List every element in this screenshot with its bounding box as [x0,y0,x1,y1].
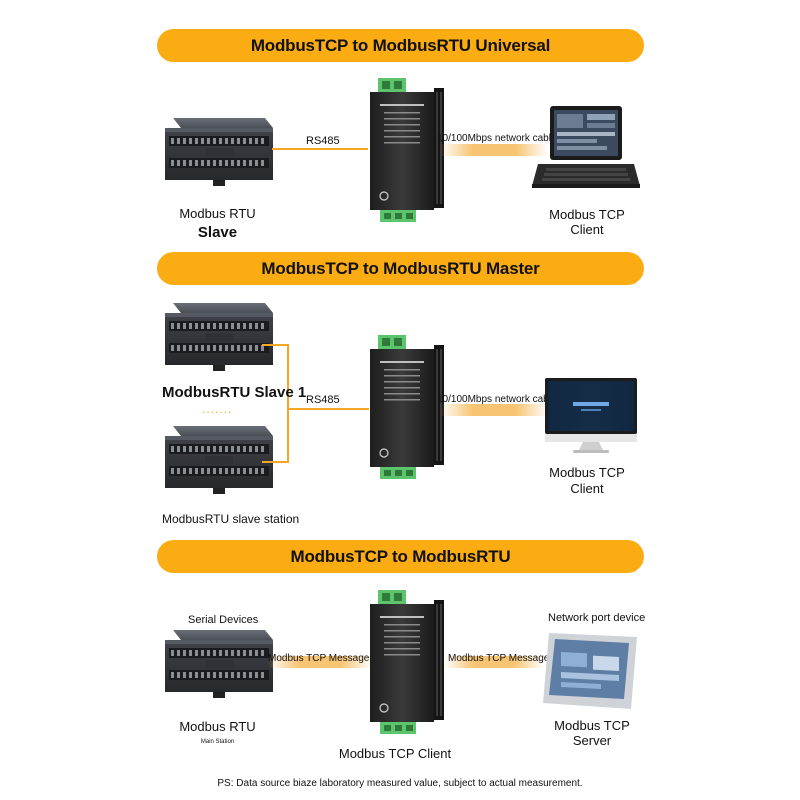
section-1-title: ModbusTCP to ModbusRTU Universal [157,29,644,62]
server-label: Server [572,733,612,748]
client-label-2: Client [570,481,604,496]
network-cable-line-2 [440,404,548,416]
modbus-tcp-label-3: Modbus TCP [554,718,630,733]
tcp-message-line-right [444,656,544,668]
converter-device-2 [369,334,445,480]
modbusrtu-slave-station-label: ModbusRTU slave station [162,512,300,526]
converter-device-3 [369,589,445,735]
modbus-tcp-client-label: Modbus TCP Client [338,746,452,761]
rs485-line-2 [287,408,369,410]
tcp-message-line-left [268,656,372,668]
ellipsis-dots: ....... [202,402,233,416]
rs485-line [272,148,368,150]
serial-devices-label: Serial Devices [188,614,259,626]
converter-device [369,77,445,223]
section-2-title: ModbusTCP to ModbusRTU Master [157,252,644,285]
network-port-device-label: Network port device [548,612,646,624]
modbus-tcp-label: Modbus TCP [549,207,625,222]
slave-label: Slave [197,224,238,241]
modbus-rtu-label-3: Modbus RTU [179,719,256,734]
rs485-label: RS485 [306,135,340,147]
footnote: PS: Data source biaze laboratory measure… [217,778,583,789]
hmi-panel-server [543,633,637,709]
modbus-tcp-label-2: Modbus TCP [549,465,625,480]
section-3-title: ModbusTCP to ModbusRTU [157,540,644,573]
plc-slave-station-device [165,426,273,494]
tcp-message-label-left: Modbus TCP Message [268,653,370,664]
tcp-message-label-right: Modbus TCP Message [448,653,550,664]
bus-line-bottom [262,461,288,463]
laptop-client [532,106,640,188]
desktop-monitor-client [545,378,637,453]
modbusrtu-slave-1-label: ModbusRTU Slave 1 [162,384,307,401]
modbus-rtu-label: Modbus RTU [179,206,256,221]
network-cable-label-2: 10/100Mbps network cable [437,394,557,405]
client-label: Client [570,222,604,237]
network-cable-line [440,144,548,156]
plc-master-device [165,630,273,698]
bus-line-top [262,344,288,346]
bus-line-vertical [287,344,289,463]
network-cable-label: 10/100Mbps network cable [437,133,557,144]
rs485-label-2: RS485 [306,394,340,406]
main-station-label: Main Station [200,739,235,745]
plc-slave-1-device [165,303,273,371]
plc-slave-device [165,118,273,186]
